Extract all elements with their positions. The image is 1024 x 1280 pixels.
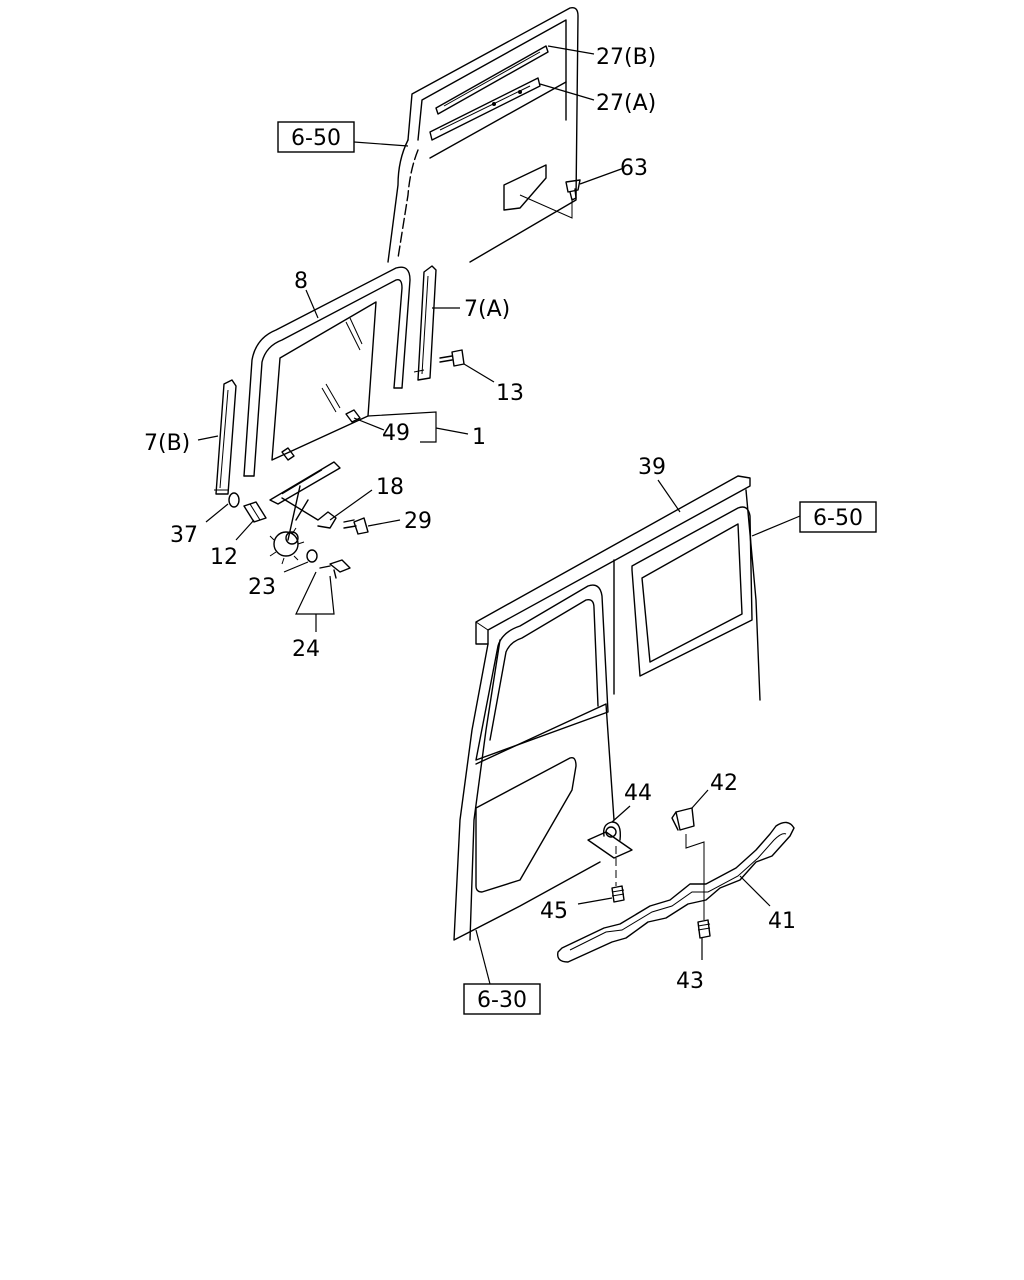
label-42: 42 bbox=[710, 771, 738, 796]
glass-run-channel-8 bbox=[243, 266, 411, 477]
weatherstrip-39 bbox=[475, 475, 751, 645]
label-12: 12 bbox=[210, 545, 238, 570]
label-1: 1 bbox=[472, 425, 486, 450]
handle-shaft-12 bbox=[243, 501, 267, 523]
leader-lines bbox=[197, 45, 801, 985]
bracket-44 bbox=[587, 821, 633, 859]
handle-24 bbox=[319, 559, 351, 579]
door-inner-panel bbox=[387, 6, 579, 263]
screw-13 bbox=[439, 349, 465, 367]
bolt-43 bbox=[697, 919, 711, 939]
step-plate-41 bbox=[557, 821, 795, 963]
label-41: 41 bbox=[768, 909, 796, 934]
ref-box-bottom: 6-30 bbox=[463, 983, 541, 1015]
channel-7a bbox=[413, 265, 437, 381]
label-18: 18 bbox=[376, 475, 404, 500]
ref-box-top: 6-50 bbox=[277, 121, 355, 153]
label-29: 29 bbox=[404, 509, 432, 534]
door-shell bbox=[453, 489, 761, 941]
label-27b: 27(B) bbox=[596, 45, 656, 70]
label-63: 63 bbox=[620, 156, 648, 181]
clip-42 bbox=[671, 807, 695, 831]
door-glass-1 bbox=[271, 301, 377, 461]
ref-top-text: 6-50 bbox=[291, 126, 341, 151]
label-45: 45 bbox=[540, 899, 568, 924]
label-39: 39 bbox=[638, 455, 666, 480]
label-27a: 27(A) bbox=[596, 91, 656, 116]
label-8: 8 bbox=[294, 269, 308, 294]
bolt-45 bbox=[611, 885, 625, 903]
ref-bottom-text: 6-30 bbox=[477, 988, 527, 1013]
ref-right-text: 6-50 bbox=[813, 506, 863, 531]
label-43: 43 bbox=[676, 969, 704, 994]
ref-box-right: 6-50 bbox=[799, 501, 877, 533]
washer-23 bbox=[306, 549, 318, 563]
label-24: 24 bbox=[292, 637, 320, 662]
clip-63 bbox=[565, 179, 581, 201]
weatherstrip-27a bbox=[429, 77, 541, 141]
bolt-29 bbox=[343, 517, 369, 535]
label-13: 13 bbox=[496, 381, 524, 406]
part-labels: 27(B) 27(A) 63 8 7(A) 13 1 49 7(B) 18 29… bbox=[144, 45, 796, 994]
label-49: 49 bbox=[382, 421, 410, 446]
washer-37 bbox=[228, 492, 240, 508]
weatherstrip-27b bbox=[435, 45, 549, 115]
label-44: 44 bbox=[624, 781, 652, 806]
label-37: 37 bbox=[170, 523, 198, 548]
label-7a: 7(A) bbox=[464, 297, 510, 322]
window-regulator-18 bbox=[269, 461, 341, 565]
label-7b: 7(B) bbox=[144, 431, 190, 456]
label-23: 23 bbox=[248, 575, 276, 600]
channel-7b bbox=[214, 379, 237, 495]
